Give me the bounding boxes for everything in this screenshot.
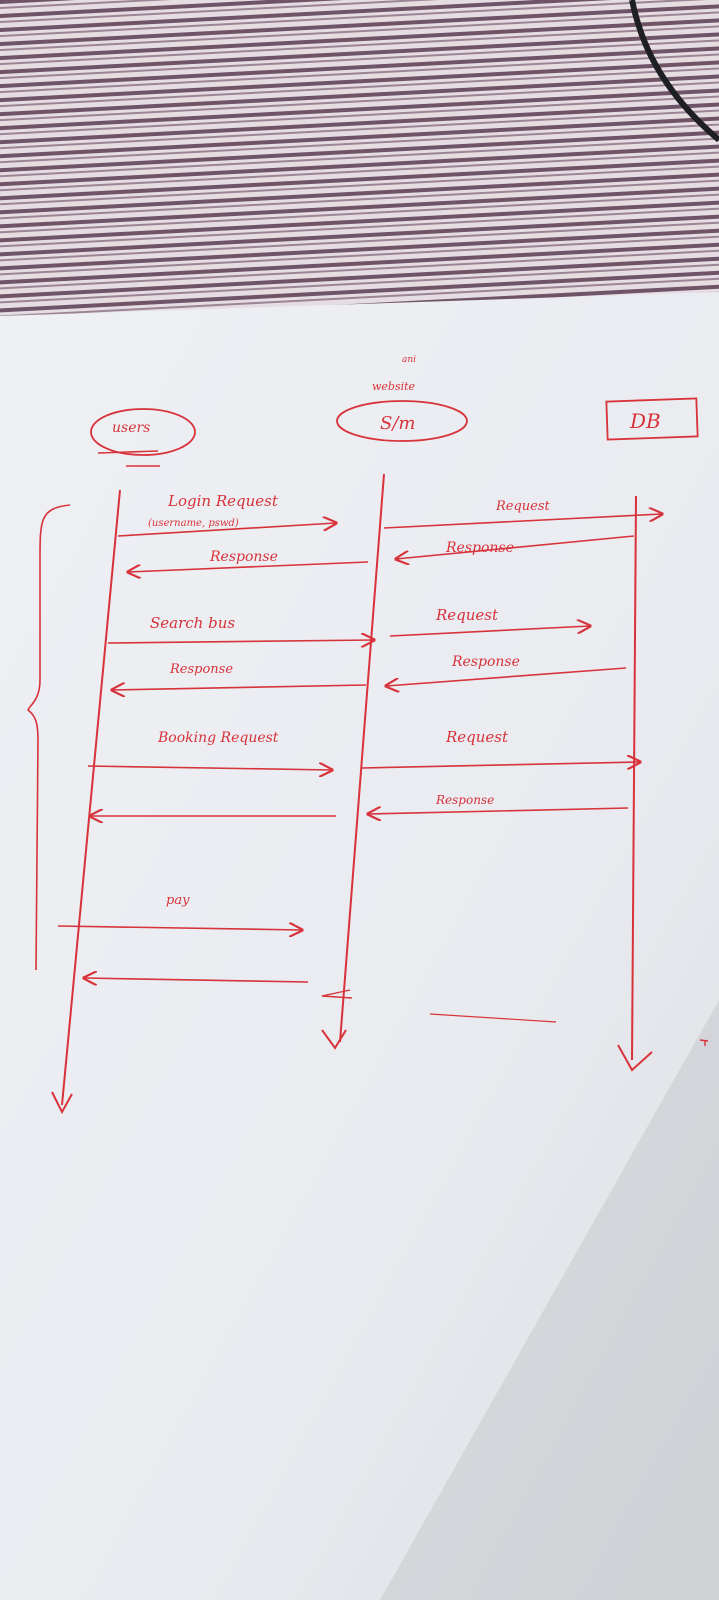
db-lifeline (631, 495, 637, 1061)
msg-db-request-2: Request (435, 606, 499, 624)
arrow-db-request-2 (389, 626, 590, 637)
arrow-search-bus (107, 640, 374, 643)
paper-shadow (380, 1000, 719, 1600)
system-lifeline (339, 473, 385, 1043)
system-lifeline-header (336, 400, 468, 442)
msg-booking-request: Booking Request (157, 730, 279, 746)
user-label: users (112, 420, 150, 436)
msg-response-1: Response (209, 549, 278, 565)
msg-db-request-3: Request (445, 728, 509, 746)
arrow-login-request (117, 523, 336, 537)
msg-login-params: (username, pswd) (148, 518, 239, 529)
msg-login-request: Login Request (167, 492, 279, 510)
system-website-label: website (372, 380, 416, 393)
user-actor (90, 408, 196, 456)
user-actor-underline (97, 450, 160, 467)
db-lifeline-arrowhead (617, 1044, 653, 1072)
arrow-response-1 (128, 561, 369, 572)
stray-stroke-1 (321, 989, 353, 999)
fabric-background (0, 0, 719, 330)
system-label: S/m (380, 413, 415, 434)
msg-response-2: Response (169, 662, 233, 677)
paper-sheet (0, 292, 719, 1600)
arrow-pay-response (84, 978, 309, 982)
arrow-db-request-1 (383, 514, 662, 529)
stray-mark (699, 1039, 709, 1046)
system-note: ani (402, 355, 416, 365)
system-lifeline-arrowhead (321, 1029, 347, 1050)
arrow-booking-request (87, 766, 332, 770)
arrow-response-2 (112, 685, 367, 690)
msg-db-request-1: Request (495, 499, 551, 514)
left-bracket (27, 504, 71, 971)
user-lifeline (61, 489, 121, 1106)
msg-db-response-3: Response (435, 793, 494, 807)
arrow-db-response-1 (396, 535, 635, 559)
user-lifeline-arrowhead (51, 1091, 73, 1115)
msg-search-bus: Search bus (150, 614, 235, 632)
stray-stroke-2 (429, 1013, 557, 1023)
msg-pay: pay (166, 893, 190, 908)
msg-db-response-2: Response (451, 654, 520, 670)
db-label: DB (629, 409, 661, 433)
arrow-db-response-3 (368, 808, 629, 814)
arrow-pay (57, 926, 302, 930)
arrow-db-response-2 (386, 667, 627, 686)
arrow-db-request-3 (361, 762, 640, 768)
db-box (605, 397, 699, 441)
cable (629, 0, 719, 143)
